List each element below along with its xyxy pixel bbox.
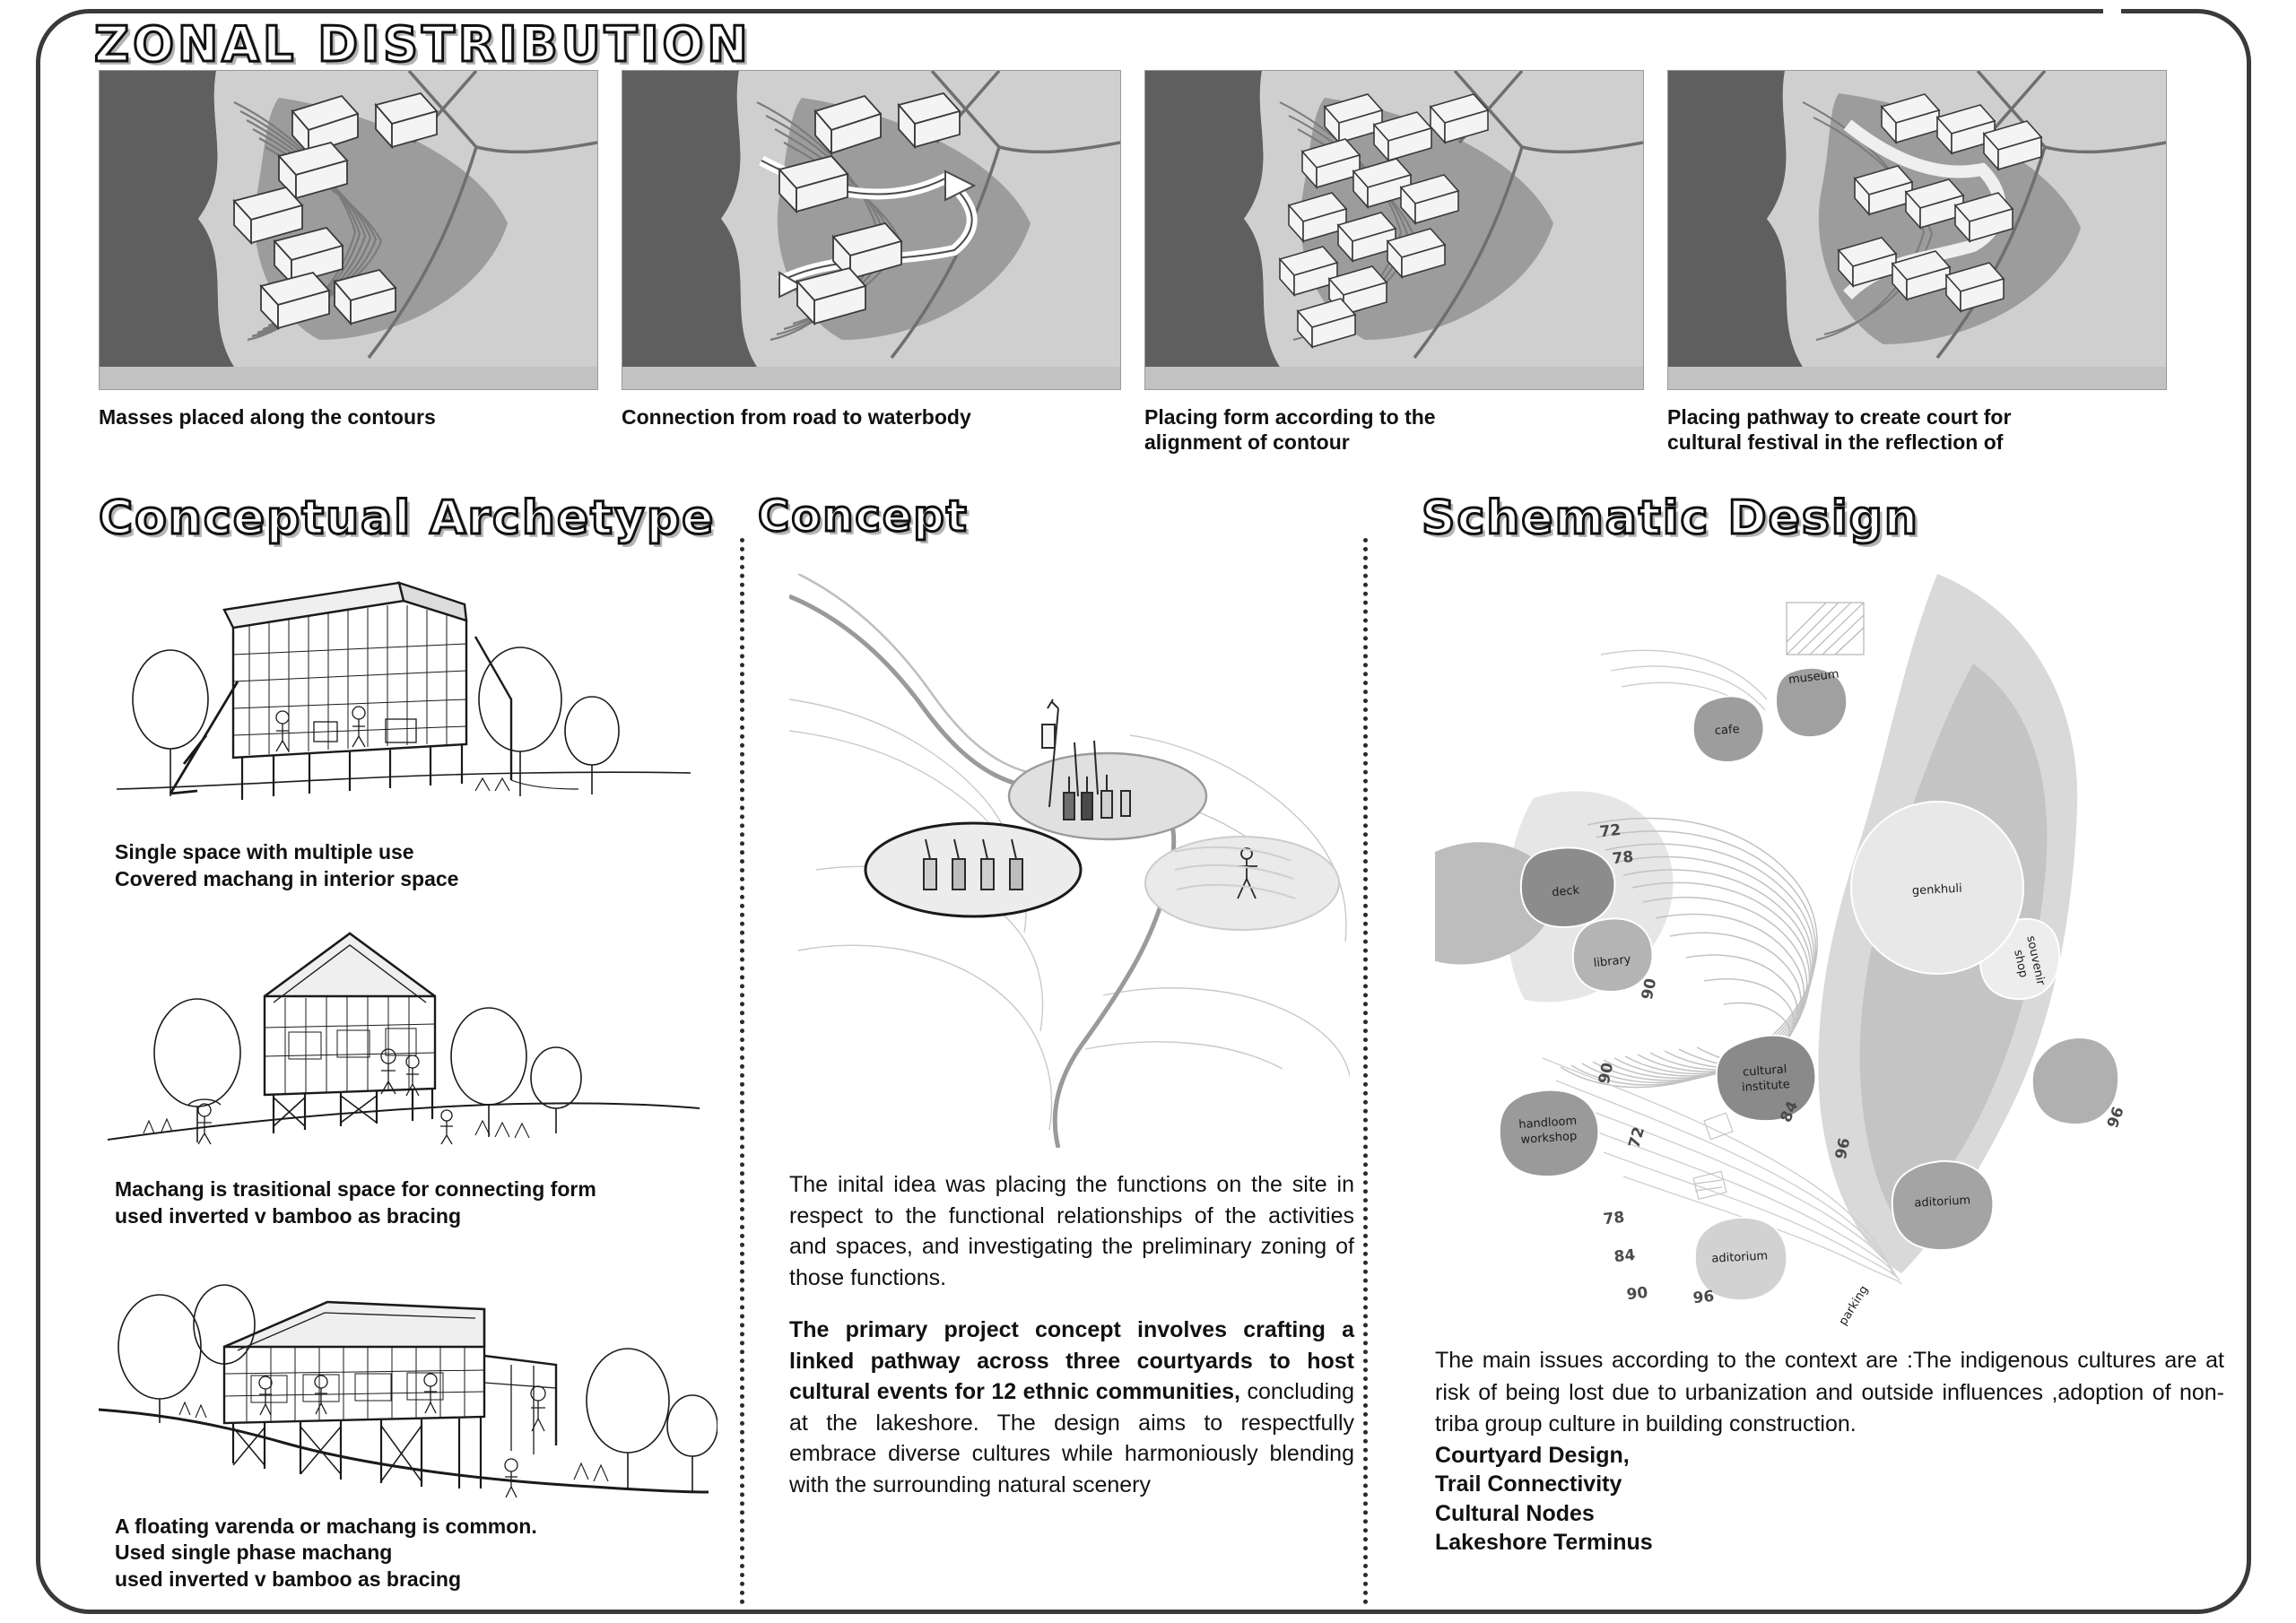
conceptual-archetype-header: Conceptual Archetype [97,490,716,547]
contour-84-b: 84 [1613,1246,1637,1266]
concept-header: Concept [757,490,969,543]
map-label-parking: parking [1837,1283,1872,1328]
archetype-sketch-2 [90,902,718,1171]
schematic-list-item-2: Trail Connectivity [1435,1471,1622,1497]
contour-72-a: 72 [1599,821,1622,841]
zonal-caption-1: Masses placed along the contours [99,405,436,429]
map-label-handloom-workshop: handloomworkshop [1518,1115,1578,1147]
schematic-issue-list: Courtyard Design, Trail Connectivity Cul… [1435,1441,2224,1558]
zonal-diagram-4 [1667,70,2167,390]
zonal-distribution-title: ZONAL DISTRIBUTION [93,15,752,74]
zonal-distribution-row: Masses placed along the contours [99,70,2206,464]
board-frame [36,3,2251,1614]
zonal-step-2: Connection from road to waterbody [622,70,1121,464]
contour-96-c: 96 [1692,1288,1716,1307]
map-label-cafe: cafe [1714,723,1740,738]
archetype-sketch-1 [90,565,718,834]
map-label-aditorium-upper: aditorium [1914,1193,1970,1210]
archetype-sketch-3 [90,1239,718,1508]
concept-paragraph-2-rest: concluding at the lakeshore. The design … [789,1379,1354,1497]
schematic-paragraph: The main issues according to the context… [1435,1348,2224,1436]
schematic-list-item-3: Cultural Nodes [1435,1500,1595,1526]
concept-paragraph-2-bold: The primary project concept involves cra… [789,1317,1354,1404]
contour-90-c: 90 [1626,1284,1649,1304]
zonal-diagram-1 [99,70,598,390]
concept-paragraph-2: The primary project concept involves cra… [789,1315,1354,1500]
archetype-item-3: A floating varenda or machang is common.… [90,1239,726,1594]
column-divider-left [740,538,744,1605]
archetype-caption-3: A floating varenda or machang is common.… [115,1514,537,1592]
contour-72-b: 72 [1625,1124,1648,1150]
map-label-genkhuli: genkhuli [1912,882,1962,898]
concept-column: The inital idea was placing the function… [789,574,1354,1500]
zonal-caption-2: Connection from road to waterbody [622,405,971,429]
schematic-list-item-1: Courtyard Design, [1435,1442,1630,1468]
column-divider-right [1363,538,1368,1605]
concept-paragraph-1: The inital idea was placing the function… [789,1172,1354,1290]
map-label-deck: deck [1552,884,1581,900]
zonal-diagram-2 [622,70,1121,390]
map-label-museum: museum [1787,667,1839,687]
contour-90-b: 90 [1596,1061,1618,1085]
frame-notch [2103,3,2121,30]
schematic-list-item-4: Lakeshore Terminus [1435,1530,1653,1555]
schematic-site-plan: museum cafe deck library genkhuli cultur… [1435,556,2224,1345]
concept-sketch [789,574,1350,1148]
zonal-diagram-3 [1144,70,1644,390]
schematic-design-header: Schematic Design [1421,490,1919,547]
map-label-library: library [1593,953,1631,970]
map-label-aditorium-lower: aditorium [1711,1249,1768,1265]
archetype-caption-2: Machang is trasitional space for connect… [115,1176,596,1228]
zonal-step-1: Masses placed along the contours [99,70,598,464]
contour-78-a: 78 [1612,848,1635,868]
map-label-cultural-institute: culturalinstitute [1740,1063,1790,1095]
archetype-item-2: Machang is trasitional space for connect… [90,902,726,1230]
schematic-design-column: museum cafe deck library genkhuli cultur… [1435,556,2224,1558]
contour-96-a: 96 [1832,1136,1854,1160]
contour-90-a: 90 [1639,976,1661,1001]
contour-78-b: 78 [1603,1209,1626,1228]
